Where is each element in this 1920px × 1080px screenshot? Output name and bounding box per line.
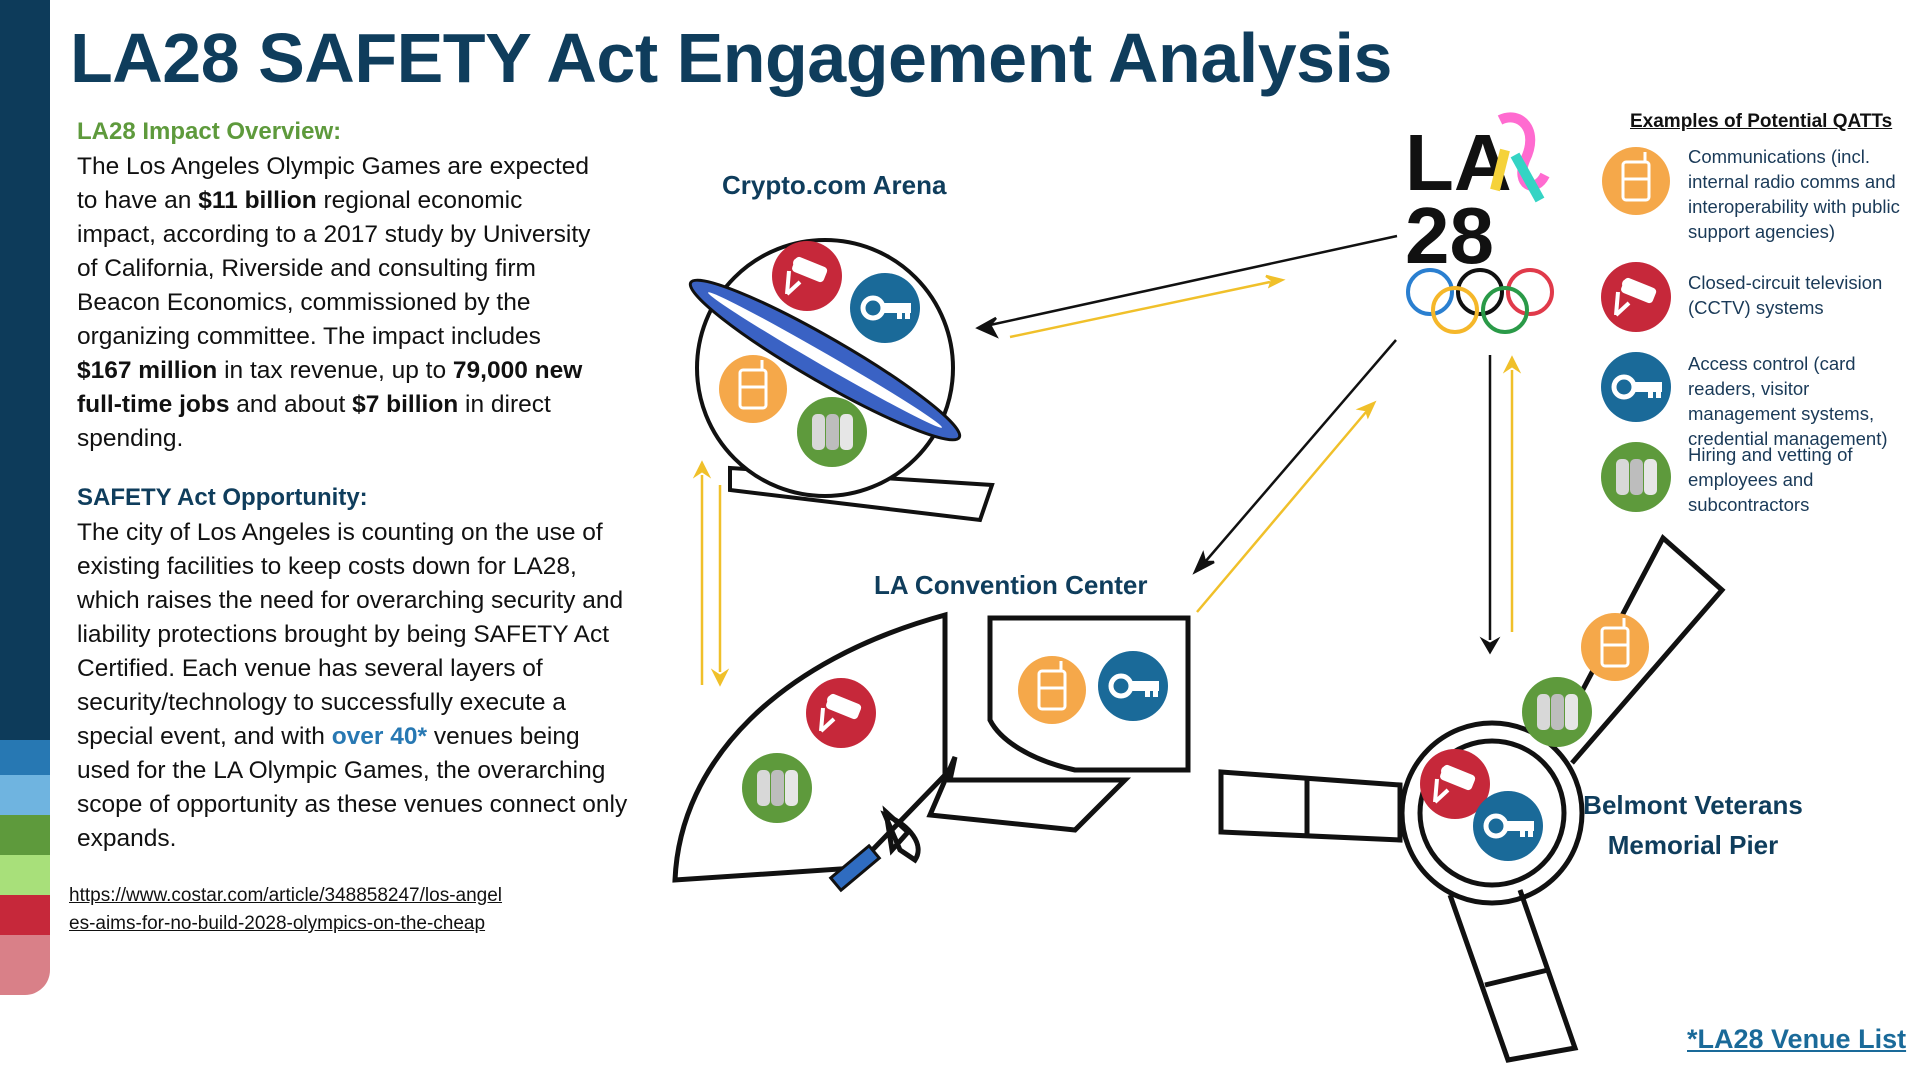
people-icon <box>742 753 812 823</box>
convention-feature <box>828 843 882 893</box>
logo-28-text: 28 <box>1405 191 1494 280</box>
opportunity-heading: SAFETY Act Opportunity: <box>77 484 368 511</box>
legend-item-access-control: Access control (card readers, visitor ma… <box>1688 353 1888 449</box>
legend-title: Examples of Potential QATTs <box>1630 111 1893 132</box>
olympic-rings <box>1406 268 1554 334</box>
legend-people-icon <box>1601 442 1671 512</box>
legend-item-hiring: Hiring and vetting of employees and subc… <box>1688 444 1853 515</box>
legend-item-communications: Communications (incl. internal radio com… <box>1688 146 1900 242</box>
crypto-arena-shape <box>688 238 995 523</box>
impact-paragraph: The Los Angeles Olympic Games are expect… <box>77 153 591 452</box>
access-key-icon <box>1098 651 1168 721</box>
opportunity-paragraph: The city of Los Angeles is counting on t… <box>77 519 628 852</box>
convention-center-label: LA Convention Center <box>874 570 1148 600</box>
pier-shape <box>1218 534 1726 1063</box>
color-sidebar <box>0 0 50 995</box>
legend-item-cctv: Closed-circuit television (CCTV) systems <box>1688 272 1883 318</box>
communications-icon <box>717 353 789 425</box>
source-link[interactable]: https://www.costar.com/article/348858247… <box>69 885 503 934</box>
impact-heading: LA28 Impact Overview: <box>77 118 342 145</box>
crypto-arena-label: Crypto.com Arena <box>722 170 947 200</box>
la28-logo: LA 28 <box>1405 112 1550 280</box>
logo-to-venue-arrows <box>975 234 1501 655</box>
legend-cctv-camera-icon <box>1599 260 1673 334</box>
communications-icon <box>1016 654 1088 726</box>
convention-center-shape <box>672 611 1191 883</box>
access-key-icon <box>1473 791 1543 861</box>
venue-count-highlight: over 40* <box>331 723 428 750</box>
pier-label: Belmont Veterans Memorial Pier <box>1583 790 1803 860</box>
legend-access-key-icon <box>1601 352 1671 422</box>
access-key-icon <box>850 273 920 343</box>
people-icon <box>1522 677 1592 747</box>
gold-arrows <box>692 274 1522 687</box>
page-title: LA28 SAFETY Act Engagement Analysis <box>70 19 1392 97</box>
cctv-camera-icon <box>804 676 878 750</box>
cctv-camera-icon <box>770 239 844 313</box>
people-icon <box>797 397 867 467</box>
venue-list-link[interactable]: *LA28 Venue List <box>1687 1024 1907 1054</box>
logo-la-text: LA <box>1405 118 1512 207</box>
legend-communications-icon <box>1600 145 1672 217</box>
communications-icon <box>1579 611 1651 683</box>
